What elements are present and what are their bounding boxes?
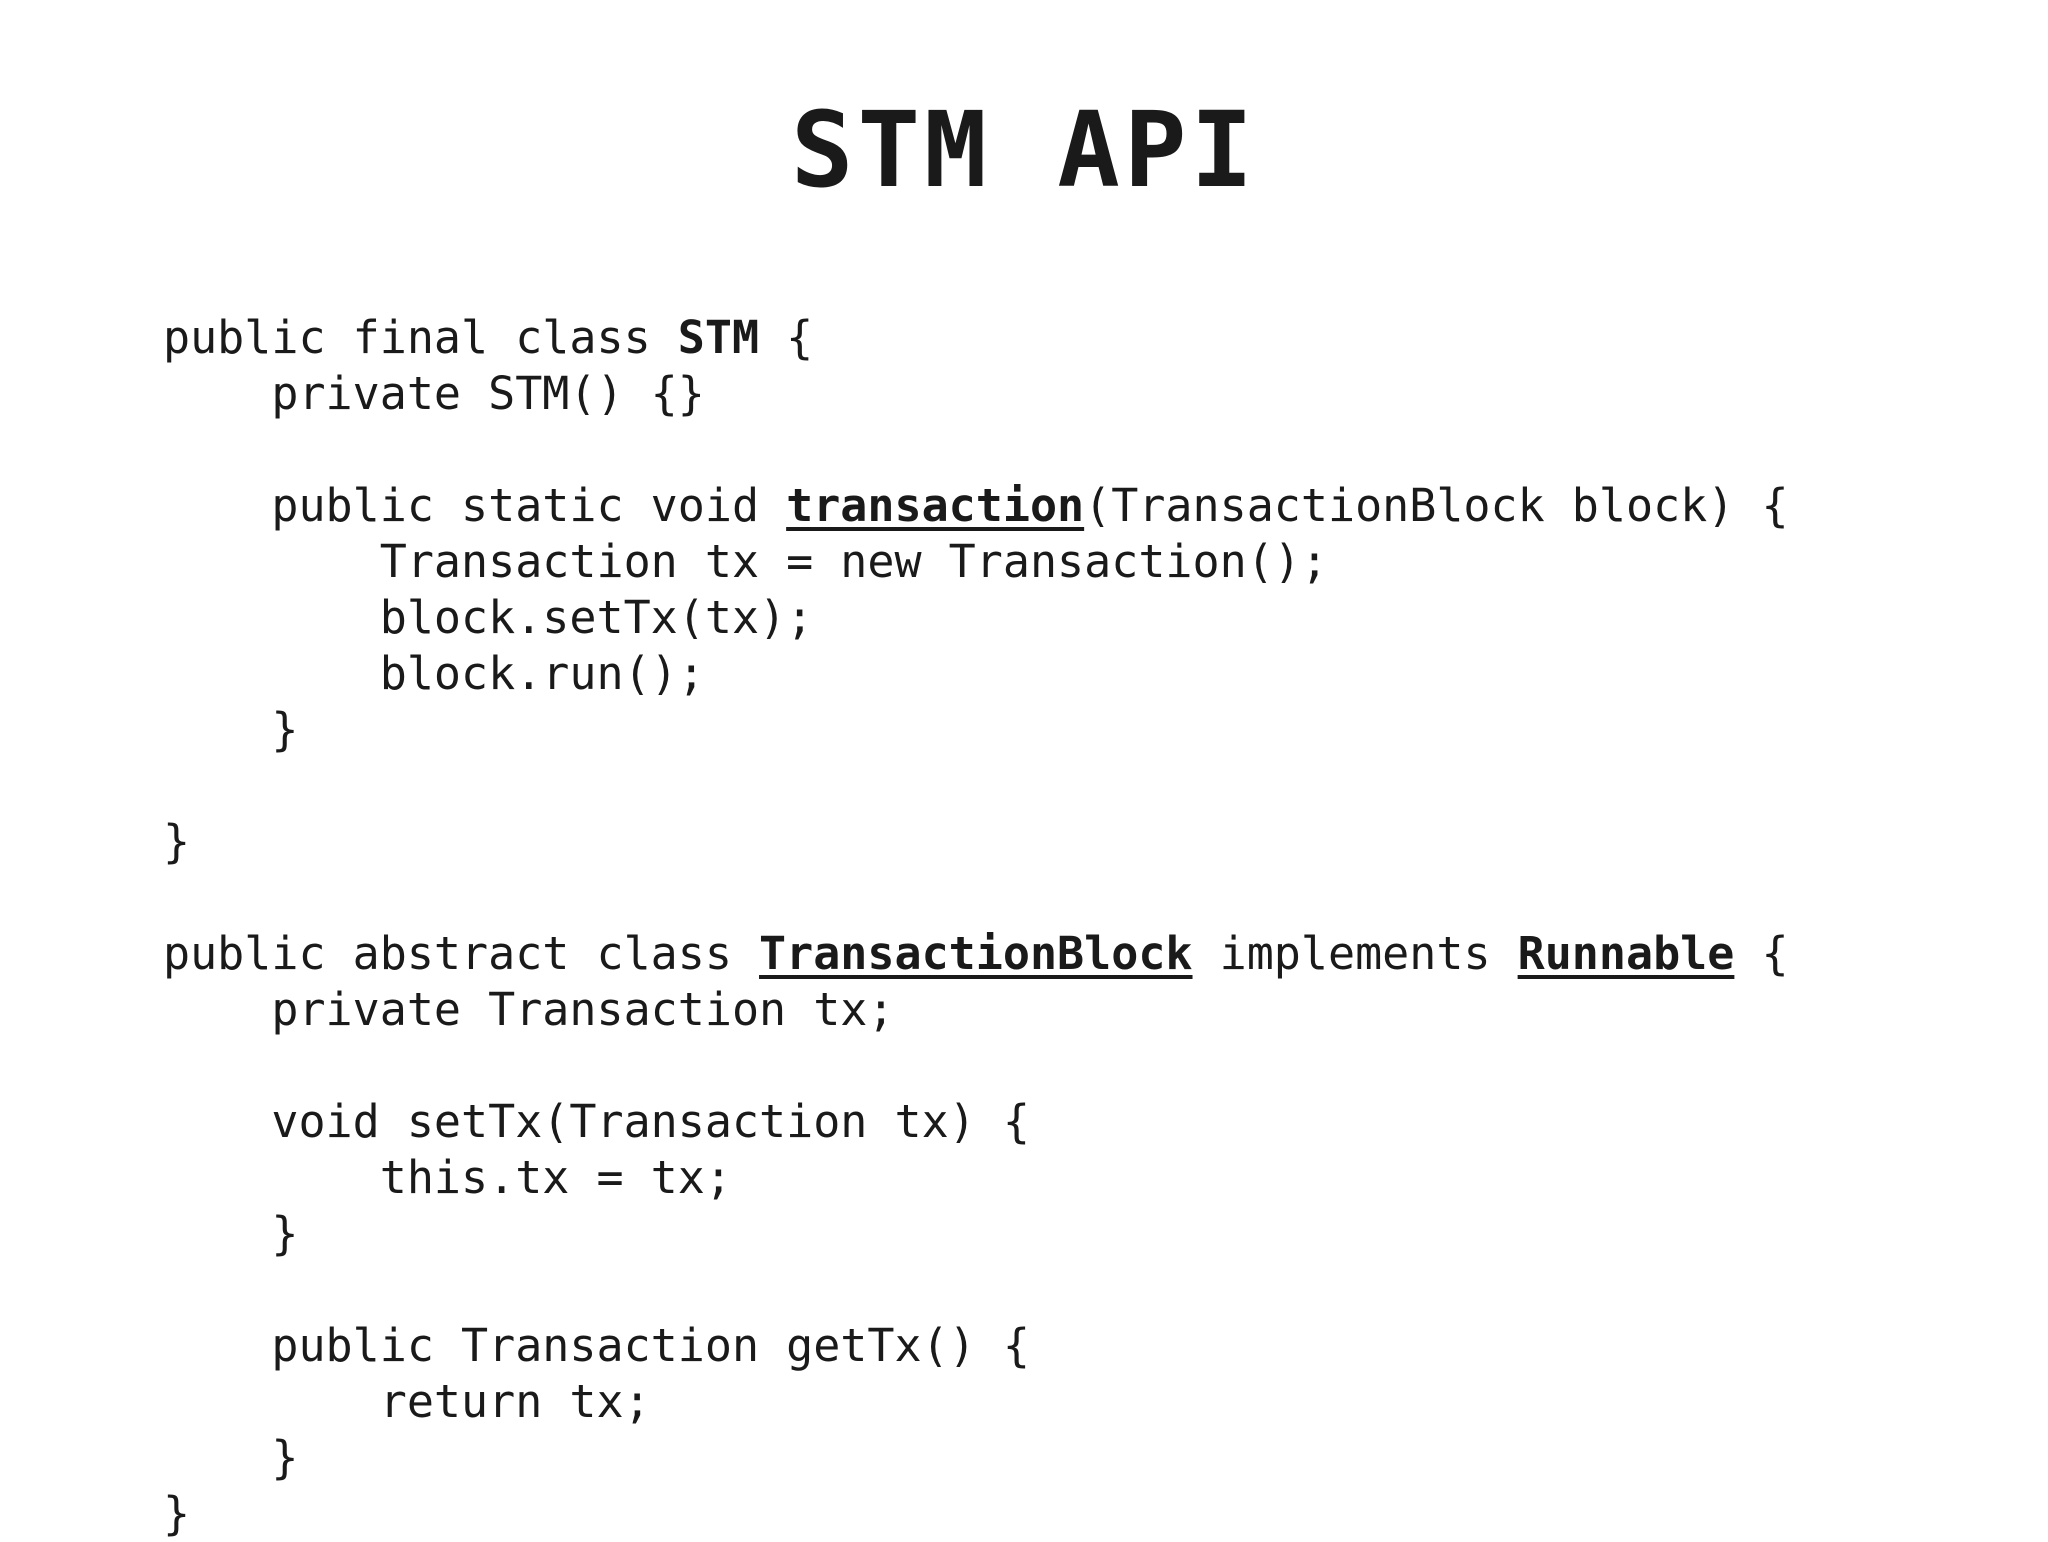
code-line (163, 1262, 1963, 1318)
code-line: private STM() {} (163, 366, 1963, 422)
code-token: public Transaction getTx() { (163, 1319, 1030, 1372)
page-title: STM API (790, 89, 1258, 211)
code-token: block.setTx(tx); (163, 591, 814, 644)
code-token: { (759, 311, 814, 364)
code-line: this.tx = tx; (163, 1150, 1963, 1206)
code-token-emphasis: STM (677, 311, 760, 364)
code-token: private STM() {} (163, 367, 705, 420)
code-line: } (163, 1486, 1963, 1542)
code-token: } (163, 1431, 299, 1484)
code-token: } (163, 1487, 191, 1540)
code-line: void setTx(Transaction tx) { (163, 1094, 1963, 1150)
code-token: } (163, 1207, 299, 1260)
code-token: public final class (163, 311, 678, 364)
code-token: (TransactionBlock block) { (1084, 479, 1789, 532)
code-token: implements (1192, 927, 1518, 980)
code-line (163, 1038, 1963, 1094)
code-line: } (163, 1430, 1963, 1486)
code-line: public abstract class TransactionBlock i… (163, 926, 1963, 982)
code-token: void setTx(Transaction tx) { (163, 1095, 1030, 1148)
code-token: Transaction tx = new Transaction(); (163, 535, 1328, 588)
code-line (163, 870, 1963, 926)
code-line (163, 758, 1963, 814)
code-token: this.tx = tx; (163, 1151, 732, 1204)
code-token: return tx; (163, 1375, 651, 1428)
code-line: public final class STM { (163, 310, 1963, 366)
code-token-emphasis: transaction (786, 479, 1085, 532)
code-line: public Transaction getTx() { (163, 1318, 1963, 1374)
code-token: public abstract class (163, 927, 760, 980)
code-line: } (163, 814, 1963, 870)
code-line: public static void transaction(Transacti… (163, 478, 1963, 534)
code-listing: public final class STM { private STM() {… (163, 310, 1963, 1542)
code-token: { (1734, 927, 1789, 980)
code-line: Transaction tx = new Transaction(); (163, 534, 1963, 590)
code-token-emphasis: Runnable (1517, 927, 1735, 980)
code-token-emphasis: TransactionBlock (759, 927, 1193, 980)
code-line: private Transaction tx; (163, 982, 1963, 1038)
code-line (163, 422, 1963, 478)
code-line: block.run(); (163, 646, 1963, 702)
code-line: return tx; (163, 1374, 1963, 1430)
code-token: } (163, 703, 299, 756)
code-token: private Transaction tx; (163, 983, 895, 1036)
code-line: block.setTx(tx); (163, 590, 1963, 646)
code-line: } (163, 1206, 1963, 1262)
code-token: } (163, 815, 191, 868)
code-token: public static void (163, 479, 787, 532)
code-line: } (163, 702, 1963, 758)
code-token: block.run(); (163, 647, 705, 700)
